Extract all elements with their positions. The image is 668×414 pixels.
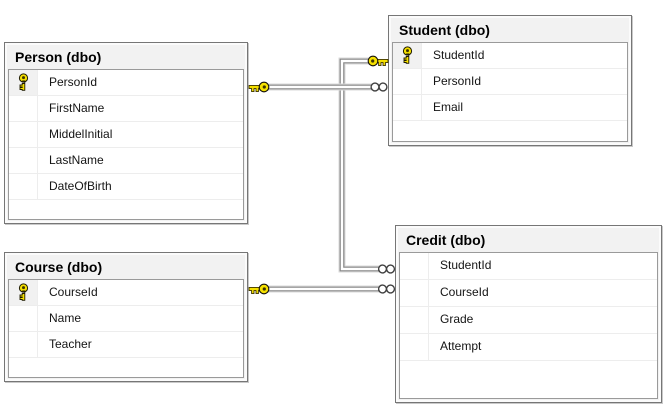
table-title: Student (dbo) — [399, 22, 490, 38]
column-name: StudentId — [440, 258, 492, 272]
row-selector-cell — [400, 307, 429, 333]
column-row-grade[interactable]: Grade — [400, 307, 657, 334]
column-name: MiddelInitial — [49, 127, 113, 141]
row-selector-cell — [9, 122, 38, 147]
column-row-email[interactable]: Email — [393, 95, 627, 121]
column-name: Grade — [440, 312, 474, 326]
table-title: Credit (dbo) — [406, 232, 486, 248]
row-selector-cell — [400, 280, 429, 306]
relationship-fk-credit-student[interactable] — [338, 57, 386, 273]
row-selector-cell — [400, 253, 429, 279]
column-name: DateOfBirth — [49, 179, 112, 193]
column-name: FirstName — [49, 101, 105, 115]
table-title: Course (dbo) — [15, 259, 103, 275]
column-name: PersonId — [433, 74, 482, 88]
row-selector-cell — [393, 95, 422, 120]
primary-key-cell — [9, 280, 38, 305]
row-selector-cell — [9, 96, 38, 121]
column-row-name[interactable]: Name — [9, 306, 243, 332]
column-row-studentid[interactable]: StudentId — [400, 253, 657, 280]
primary-key-icon — [402, 46, 412, 64]
column-row-firstname[interactable]: FirstName — [9, 96, 243, 122]
column-row-courseid[interactable]: CourseId — [400, 280, 657, 307]
column-row-dateofbirth[interactable]: DateOfBirth — [9, 174, 243, 200]
column-row-personid[interactable]: PersonId — [9, 70, 243, 96]
column-row-courseid[interactable]: CourseId — [9, 280, 243, 306]
primary-key-cell — [393, 43, 422, 68]
column-name: CourseId — [49, 285, 98, 299]
column-row-personid[interactable]: PersonId — [393, 69, 627, 95]
primary-key-cell — [9, 70, 38, 95]
column-name: StudentId — [433, 48, 485, 62]
column-row-studentid[interactable]: StudentId — [393, 43, 627, 69]
column-row-middelinitial[interactable]: MiddelInitial — [9, 122, 243, 148]
column-name: CourseId — [440, 285, 489, 299]
column-row-teacher[interactable]: Teacher — [9, 332, 243, 358]
primary-key-icon — [18, 283, 28, 301]
row-selector-cell — [9, 306, 38, 331]
column-row-attempt[interactable]: Attempt — [400, 334, 657, 361]
primary-key-icon — [18, 73, 28, 91]
column-name: Name — [49, 311, 82, 325]
row-selector-cell — [9, 332, 38, 357]
column-name: Email — [433, 100, 464, 114]
column-name: LastName — [49, 153, 104, 167]
row-selector-cell — [400, 334, 429, 360]
table-title: Person (dbo) — [15, 49, 102, 65]
column-name: Attempt — [440, 339, 482, 353]
row-selector-cell — [393, 69, 422, 94]
column-name: PersonId — [49, 75, 98, 89]
row-selector-cell — [9, 148, 38, 173]
column-row-lastname[interactable]: LastName — [9, 148, 243, 174]
row-selector-cell — [9, 174, 38, 199]
column-name: Teacher — [49, 337, 92, 351]
